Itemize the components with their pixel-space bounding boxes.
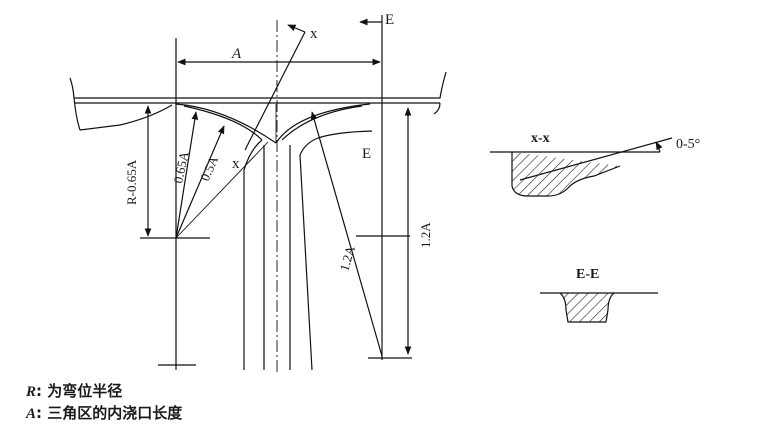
- dim-r: [140, 105, 210, 366]
- r-dim-label: R-0.65A: [124, 159, 139, 205]
- section-xx-angle: 0-5°: [676, 137, 700, 152]
- legend-r: R: 为弯位半径: [26, 380, 122, 401]
- e-top-label: E: [385, 12, 394, 28]
- x-axis-line: [244, 24, 306, 151]
- dim-a: [175, 15, 383, 370]
- radial-dims: [175, 111, 269, 239]
- runner-bar: [69, 71, 447, 131]
- x-left-label: x: [232, 156, 240, 172]
- section-xx-title: x-x: [531, 131, 550, 146]
- sprue-channel: [243, 20, 373, 375]
- legend-a-symbol: A: [26, 406, 37, 422]
- e-mid-label: E: [362, 146, 371, 162]
- legend-a: A: 三角区的内浇口长度: [26, 402, 182, 423]
- section-xx: [490, 137, 673, 197]
- a-dim-label: A: [231, 46, 242, 62]
- legend-r-symbol: R: [26, 384, 37, 400]
- r12-label: 1.2A: [336, 243, 358, 272]
- legend-a-text: : 三角区的内浇口长度: [36, 404, 183, 422]
- triangle-zone: [175, 103, 371, 144]
- r065-label: 0.65A: [170, 149, 191, 184]
- r05-label: 0.5A: [197, 153, 221, 183]
- x-top-label: x: [310, 26, 318, 42]
- dim-12a: [310, 107, 412, 359]
- v12-label: 1.2A: [418, 222, 433, 248]
- section-ee: [540, 292, 658, 323]
- section-ee-title: E-E: [576, 267, 599, 282]
- legend-r-text: : 为弯位半径: [36, 382, 123, 400]
